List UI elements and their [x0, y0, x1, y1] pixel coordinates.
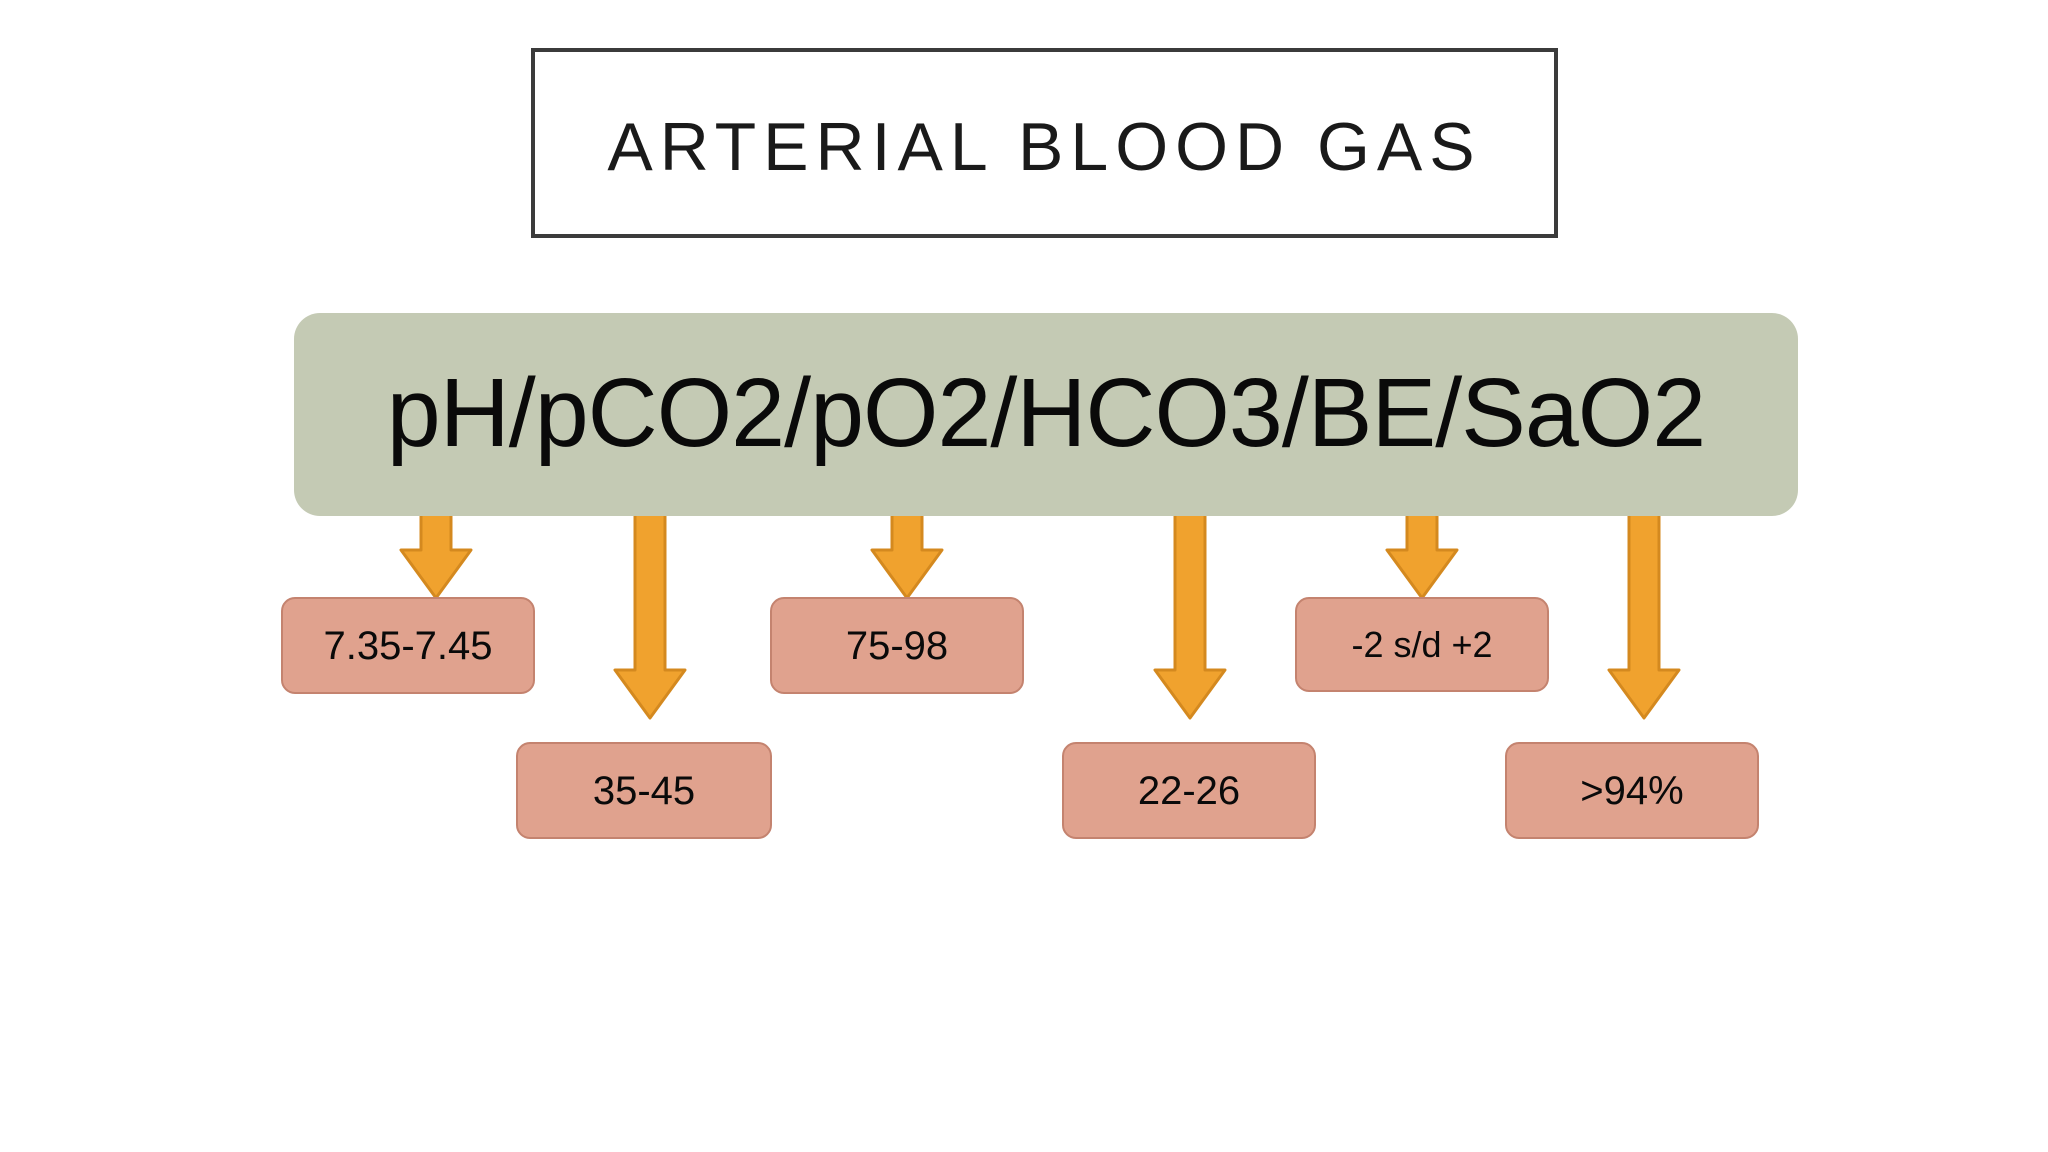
- value-text-be: -2 s/d +2: [1351, 623, 1493, 665]
- value-text-ph: 7.35-7.45: [323, 623, 493, 668]
- value-box-hco3: 22-26: [1062, 742, 1316, 839]
- formula-text: pH/pCO2/pO2/HCO3/BE/SaO2: [386, 358, 1706, 467]
- formula-bar: pH/pCO2/pO2/HCO3/BE/SaO2: [294, 313, 1798, 516]
- title-box: ARTERIAL BLOOD GAS: [531, 48, 1558, 238]
- page-title: ARTERIAL BLOOD GAS: [607, 109, 1482, 185]
- value-text-hco3: 22-26: [1137, 768, 1241, 813]
- value-box-po2: 75-98: [770, 597, 1024, 694]
- value-text-po2: 75-98: [845, 623, 949, 668]
- value-text-pco2: 35-45: [592, 768, 696, 813]
- value-text-sao2: >94%: [1580, 768, 1684, 813]
- value-box-pco2: 35-45: [516, 742, 772, 839]
- value-box-sao2: >94%: [1505, 742, 1759, 839]
- value-box-be: -2 s/d +2: [1295, 597, 1549, 692]
- value-box-ph: 7.35-7.45: [281, 597, 535, 694]
